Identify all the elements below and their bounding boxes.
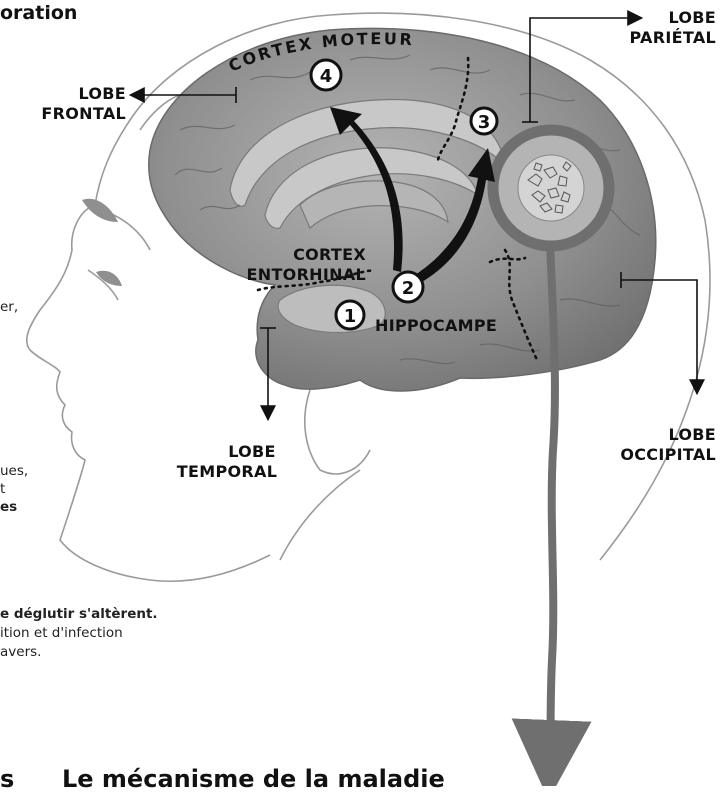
lobe-occipital-label: LOBE OCCIPITAL [596, 425, 716, 465]
lens-ring [493, 130, 609, 246]
side-text-fragment-2: ues, [0, 462, 28, 481]
spread-line [550, 240, 555, 760]
lobe-parietal-line1: LOBE [626, 8, 716, 28]
step-2-label: 2 [402, 278, 415, 299]
lobe-temporal-line2: TEMPORAL [162, 462, 292, 482]
cortex-entorhinal-line1: CORTEX [228, 245, 366, 265]
page-heading-fragment: oration [0, 2, 77, 24]
lobe-frontal-line2: FRONTAL [30, 104, 126, 124]
cortex-entorhinal-label: CORTEX ENTORHINAL [228, 245, 366, 285]
cortex-entorhinal-line2: ENTORHINAL [228, 265, 366, 285]
side-text-fragment-3: t [0, 480, 5, 499]
section-title: Le mécanisme de la maladie [62, 765, 445, 793]
step-2-marker: 2 [393, 272, 423, 302]
hippocampe-label: HIPPOCAMPE [375, 316, 497, 336]
lobe-parietal-line2: PARIÉTAL [626, 28, 716, 48]
step-4-label: 4 [320, 66, 333, 87]
step-3-marker: 3 [471, 108, 497, 134]
lobe-temporal-label: LOBE TEMPORAL [162, 442, 292, 482]
lobe-frontal-line1: LOBE [52, 84, 126, 104]
bottom-fragment: s [0, 765, 14, 793]
step-1-marker: 1 [336, 301, 364, 329]
step-4-marker: 4 [311, 60, 341, 90]
side-text-fragment-1: er, [0, 298, 18, 317]
face-features [82, 199, 122, 286]
lobe-temporal-line1: LOBE [212, 442, 292, 462]
side-text-fragment-4: es [0, 498, 17, 517]
lobe-occipital-line2: OCCIPITAL [596, 445, 716, 465]
step-3-label: 3 [478, 112, 491, 133]
step-1-label: 1 [344, 306, 357, 327]
lobe-frontal-label: LOBE FRONTAL [52, 84, 126, 124]
swallow-text-bold: e déglutir s'altèrent. [0, 605, 158, 624]
swallow-text-line-2: ition et d'infection [0, 624, 123, 643]
lobe-parietal-label: LOBE PARIÉTAL [626, 8, 716, 48]
swallow-text-line-3: avers. [0, 643, 41, 662]
lobe-occipital-line1: LOBE [596, 425, 716, 445]
